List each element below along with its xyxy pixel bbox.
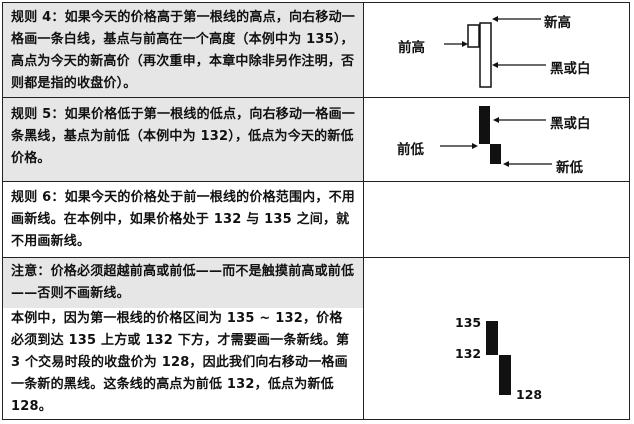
new-low-label: 新低 — [556, 160, 583, 176]
example-diagram: 135 132 128 — [364, 258, 629, 419]
second-white-bar — [479, 22, 492, 88]
label-132: 132 — [455, 346, 482, 361]
black-or-white-label-2: 黑或白 — [550, 116, 591, 132]
rule-5-chart — [440, 106, 552, 167]
row-rule-5: 规则 5：如果价格低于第一根线的低点，向右移动一格画一条黑线，基点为前低（本例中… — [3, 98, 629, 182]
rule-6-diagram — [364, 182, 629, 257]
rule-4-text: 规则 4：如果今天的价格高于第一根线的高点，向右移动一格画一条白线，基点与前高在… — [11, 10, 355, 91]
rule-4-cell: 规则 4：如果今天的价格高于第一根线的高点，向右移动一格画一条白线，基点与前高在… — [3, 3, 364, 97]
note-example-cell: 注意：价格必须超越前高或前低——而不是触摸前高或前低——否则不画新线。 本例中，… — [3, 258, 364, 419]
label-128: 128 — [516, 387, 543, 402]
row-rule-4: 规则 4：如果今天的价格高于第一根线的高点，向右移动一格画一条白线，基点与前高在… — [3, 3, 629, 98]
new-high-label: 新高 — [544, 15, 571, 31]
rule-4-chart — [444, 16, 546, 88]
rule-6-cell: 规则 6：如果今天的价格处于前一根线的价格范围内，不用画新线。在本例中，如果价格… — [3, 182, 364, 257]
rule-5-cell: 规则 5：如果价格低于第一根线的低点，向右移动一格画一条黑线，基点为前低（本例中… — [3, 98, 364, 181]
black-or-white-label: 黑或白 — [550, 61, 591, 77]
example-chart — [486, 321, 511, 395]
bar-132-128 — [499, 355, 511, 395]
prev-high-label: 前高 — [398, 40, 425, 56]
rule-5-diagram: 黑或白 前低 新低 — [364, 98, 629, 181]
note-shading — [3, 258, 363, 308]
first-black-bar — [479, 106, 490, 144]
rule-4-diagram: 新高 前高 黑或白 — [364, 3, 629, 97]
example-text: 本例中，因为第一根线的价格区间为 135 ~ 132，价格必须到达 135 上方… — [11, 311, 350, 414]
bar-135-132 — [486, 321, 498, 355]
rule-6-text: 规则 6：如果今天的价格处于前一根线的价格范围内，不用画新线。在本例中，如果价格… — [11, 190, 355, 249]
rules-table: 规则 4：如果今天的价格高于第一根线的高点，向右移动一格画一条白线，基点与前高在… — [2, 2, 630, 420]
second-black-bar — [490, 144, 501, 164]
prev-low-label: 前低 — [397, 142, 424, 158]
note-text: 注意：价格必须超越前高或前低——而不是触摸前高或前低——否则不画新线。 — [11, 264, 355, 301]
label-135: 135 — [455, 315, 482, 330]
row-rule-6: 规则 6：如果今天的价格处于前一根线的价格范围内，不用画新线。在本例中，如果价格… — [3, 182, 629, 258]
rule-5-text: 规则 5：如果价格低于第一根线的低点，向右移动一格画一条黑线，基点为前低（本例中… — [11, 107, 355, 166]
row-note-example: 注意：价格必须超越前高或前低——而不是触摸前高或前低——否则不画新线。 本例中，… — [3, 258, 629, 419]
first-white-bar — [467, 24, 480, 48]
